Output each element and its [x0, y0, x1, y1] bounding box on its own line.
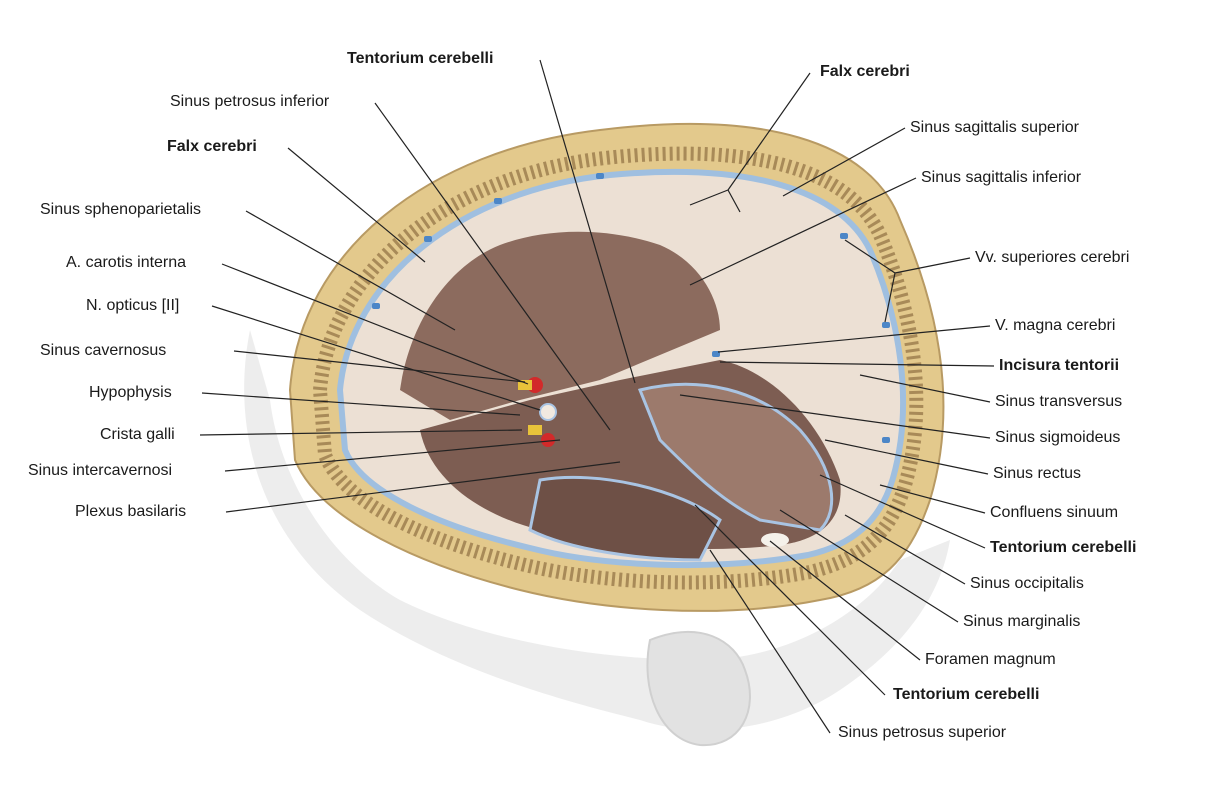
vein-dots [372, 173, 890, 443]
label-tentorium-cerebelli-right: Tentorium cerebelli [990, 539, 1137, 556]
label-sinus-sigmoideus: Sinus sigmoideus [995, 429, 1121, 446]
head-silhouette [244, 330, 950, 730]
label-falx-cerebri-left: Falx cerebri [167, 138, 257, 155]
leader-lines [199, 59, 995, 734]
label-sinus-sagittalis-inferior: Sinus sagittalis inferior [921, 169, 1082, 186]
label-a-carotis-interna: A. carotis interna [66, 254, 187, 271]
label-sinus-occipitalis: Sinus occipitalis [970, 575, 1084, 592]
label-plexus-basilaris: Plexus basilaris [75, 503, 187, 520]
lower-fossa [528, 475, 722, 562]
nerve-yellow-1 [518, 380, 532, 390]
label-sinus-intercavernosi: Sinus intercavernosi [28, 462, 173, 479]
label-n-opticus: N. opticus [II] [86, 297, 180, 314]
label-crista-galli: Crista galli [100, 426, 175, 443]
label-hypophysis: Hypophysis [89, 384, 172, 401]
label-sinus-rectus: Sinus rectus [993, 465, 1082, 482]
label-confluens-sinuum: Confluens sinuum [990, 504, 1119, 521]
label-foramen-magnum: Foramen magnum [925, 651, 1056, 668]
foramen-magnum-shape [761, 533, 789, 547]
label-tentorium-cerebelli-top: Tentorium cerebelli [347, 50, 494, 67]
label-sinus-marginalis: Sinus marginalis [963, 613, 1081, 630]
label-sinus-sagittalis-superior: Sinus sagittalis superior [910, 119, 1079, 136]
label-sinus-petrosus-superior: Sinus petrosus superior [838, 724, 1007, 741]
artery-red-2 [541, 433, 555, 447]
label-sinus-cavernosus: Sinus cavernosus [40, 342, 167, 359]
label-falx-cerebri-right: Falx cerebri [820, 63, 910, 80]
label-sinus-sphenoparietalis: Sinus sphenoparietalis [40, 201, 201, 218]
ear-shape [646, 631, 751, 747]
anterior-fossa [400, 231, 720, 420]
tentorium-surface [637, 382, 834, 532]
label-tentorium-cerebelli-bottom: Tentorium cerebelli [893, 686, 1040, 703]
nerve-yellow-2 [528, 425, 542, 435]
hypophysis-shape [539, 403, 557, 421]
label-v-magna-cerebri: V. magna cerebri [995, 317, 1116, 334]
label-vv-superiores-cerebri: Vv. superiores cerebri [975, 249, 1130, 266]
label-incisura-tentorii: Incisura tentorii [999, 357, 1120, 374]
label-sinus-petrosus-inferior: Sinus petrosus inferior [170, 93, 330, 110]
label-sinus-transversus: Sinus transversus [995, 393, 1123, 410]
